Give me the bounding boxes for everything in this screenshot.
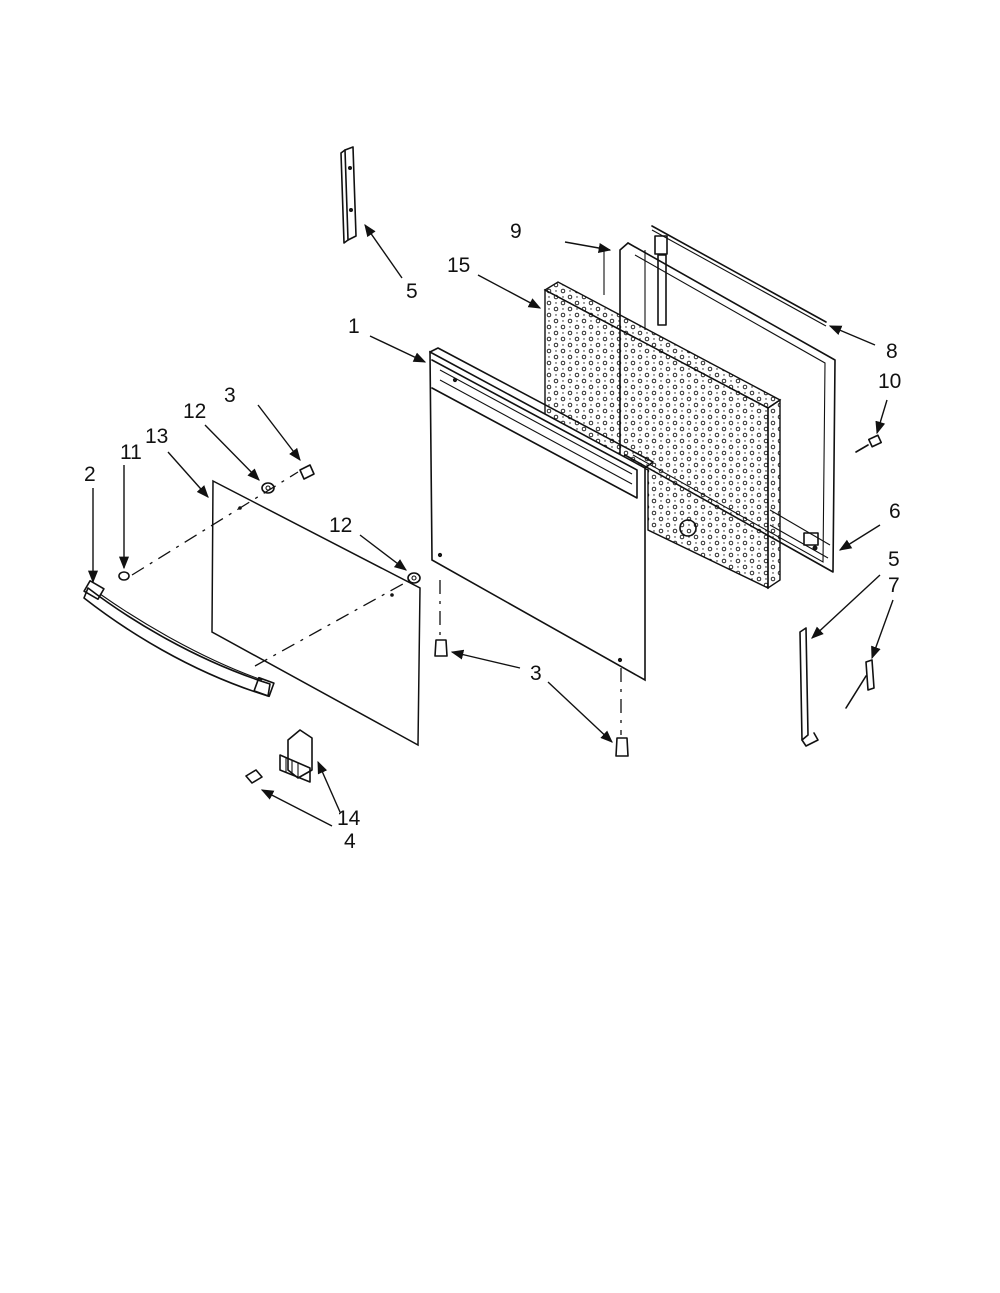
door-screws	[434, 580, 629, 757]
callout-12-top: 12	[183, 400, 206, 423]
callout-10: 10	[878, 370, 901, 393]
hinge-pin	[845, 599, 894, 709]
callout-1: 1	[348, 315, 360, 338]
hinge-bracket-top	[340, 146, 403, 279]
door-top-trim	[651, 225, 876, 346]
callout-15: 15	[447, 254, 470, 277]
leader-6	[838, 524, 881, 551]
hinge-bracket-right	[799, 574, 881, 747]
assembly-line-upper	[131, 471, 299, 576]
callout-5-right: 5	[888, 548, 900, 571]
callout-6: 6	[889, 500, 901, 523]
callout-13: 13	[145, 425, 168, 448]
door-glass	[167, 451, 421, 747]
callout-8: 8	[886, 340, 898, 363]
callout-4: 4	[344, 830, 356, 853]
glass-mount-washer-right	[359, 534, 421, 584]
callout-3-top: 3	[224, 384, 236, 407]
callout-14: 14	[337, 807, 361, 830]
lower-hinge	[245, 729, 341, 827]
callout-3-door: 3	[530, 662, 542, 685]
callout-7: 7	[888, 574, 900, 597]
callout-11: 11	[120, 441, 142, 464]
callout-12-right: 12	[329, 514, 352, 537]
frame-screw	[855, 399, 888, 453]
callout-9: 9	[510, 220, 522, 243]
outer-door-panel	[369, 335, 654, 682]
callout-2: 2	[84, 463, 96, 486]
door-handle	[83, 465, 275, 698]
door-insulation	[477, 274, 782, 590]
glass-mount-top	[204, 404, 315, 494]
callout-5-top: 5	[406, 280, 418, 303]
assembly-line-lower	[254, 579, 411, 667]
